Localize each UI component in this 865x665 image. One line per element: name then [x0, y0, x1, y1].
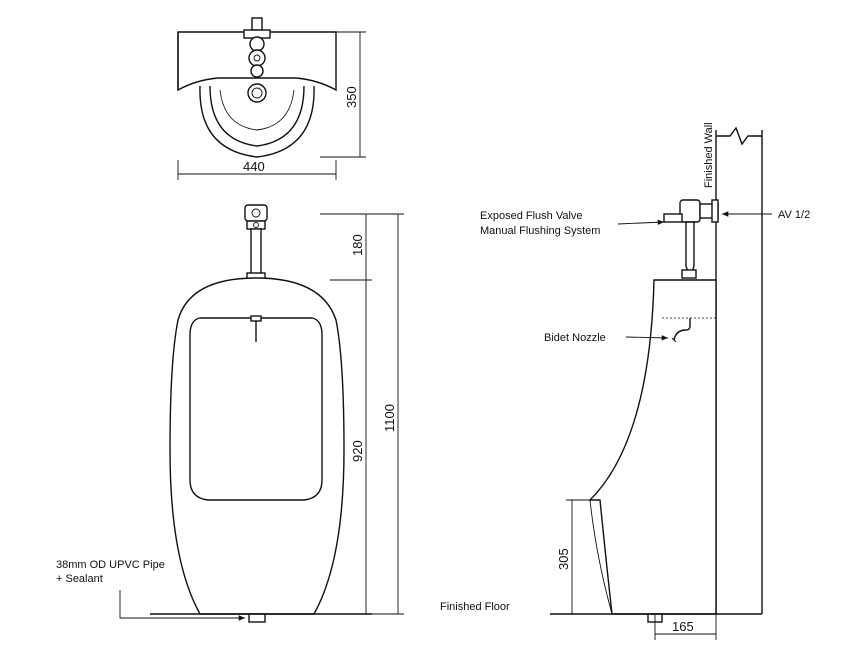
- dim-920: 920: [350, 440, 365, 462]
- side-view: Finished Wall: [550, 122, 763, 623]
- bidet-nozzle-text: Bidet Nozzle: [544, 332, 606, 344]
- av-label-text: AV 1/2: [778, 209, 810, 221]
- dim-nozzle-height: 305: [556, 499, 592, 614]
- front-view: [150, 204, 372, 623]
- pipe-label: 38mm OD UPVC Pipe + Sealant: [56, 559, 245, 621]
- dim-top-depth: 350: [320, 31, 366, 158]
- dim-165: 165: [672, 619, 694, 634]
- av-label: AV 1/2: [722, 209, 810, 221]
- dim-flush-height: 180: [320, 213, 372, 281]
- pipe-label-line1: 38mm OD UPVC Pipe: [56, 559, 165, 571]
- pipe-label-line2: + Sealant: [56, 573, 103, 585]
- dim-top-width: 440: [177, 159, 337, 180]
- dim-front-height: 920: [350, 280, 367, 614]
- finished-wall-label: Finished Wall: [703, 122, 715, 188]
- dim-total-height: 1100: [340, 213, 404, 615]
- dim-wall-offset: 165: [654, 614, 717, 640]
- finished-floor-label: Finished Floor: [440, 601, 510, 613]
- dim-180: 180: [350, 234, 365, 256]
- flush-valve-line1: Exposed Flush Valve: [480, 210, 583, 222]
- flush-valve-line2: Manual Flushing System: [480, 225, 600, 237]
- dim-305: 305: [556, 548, 571, 570]
- bidet-nozzle-label: Bidet Nozzle: [544, 332, 669, 344]
- top-view: [177, 17, 337, 158]
- dim-440: 440: [243, 159, 265, 174]
- dim-350: 350: [344, 86, 359, 108]
- dim-1100: 1100: [382, 404, 397, 432]
- flush-valve-label: Exposed Flush Valve Manual Flushing Syst…: [480, 210, 665, 237]
